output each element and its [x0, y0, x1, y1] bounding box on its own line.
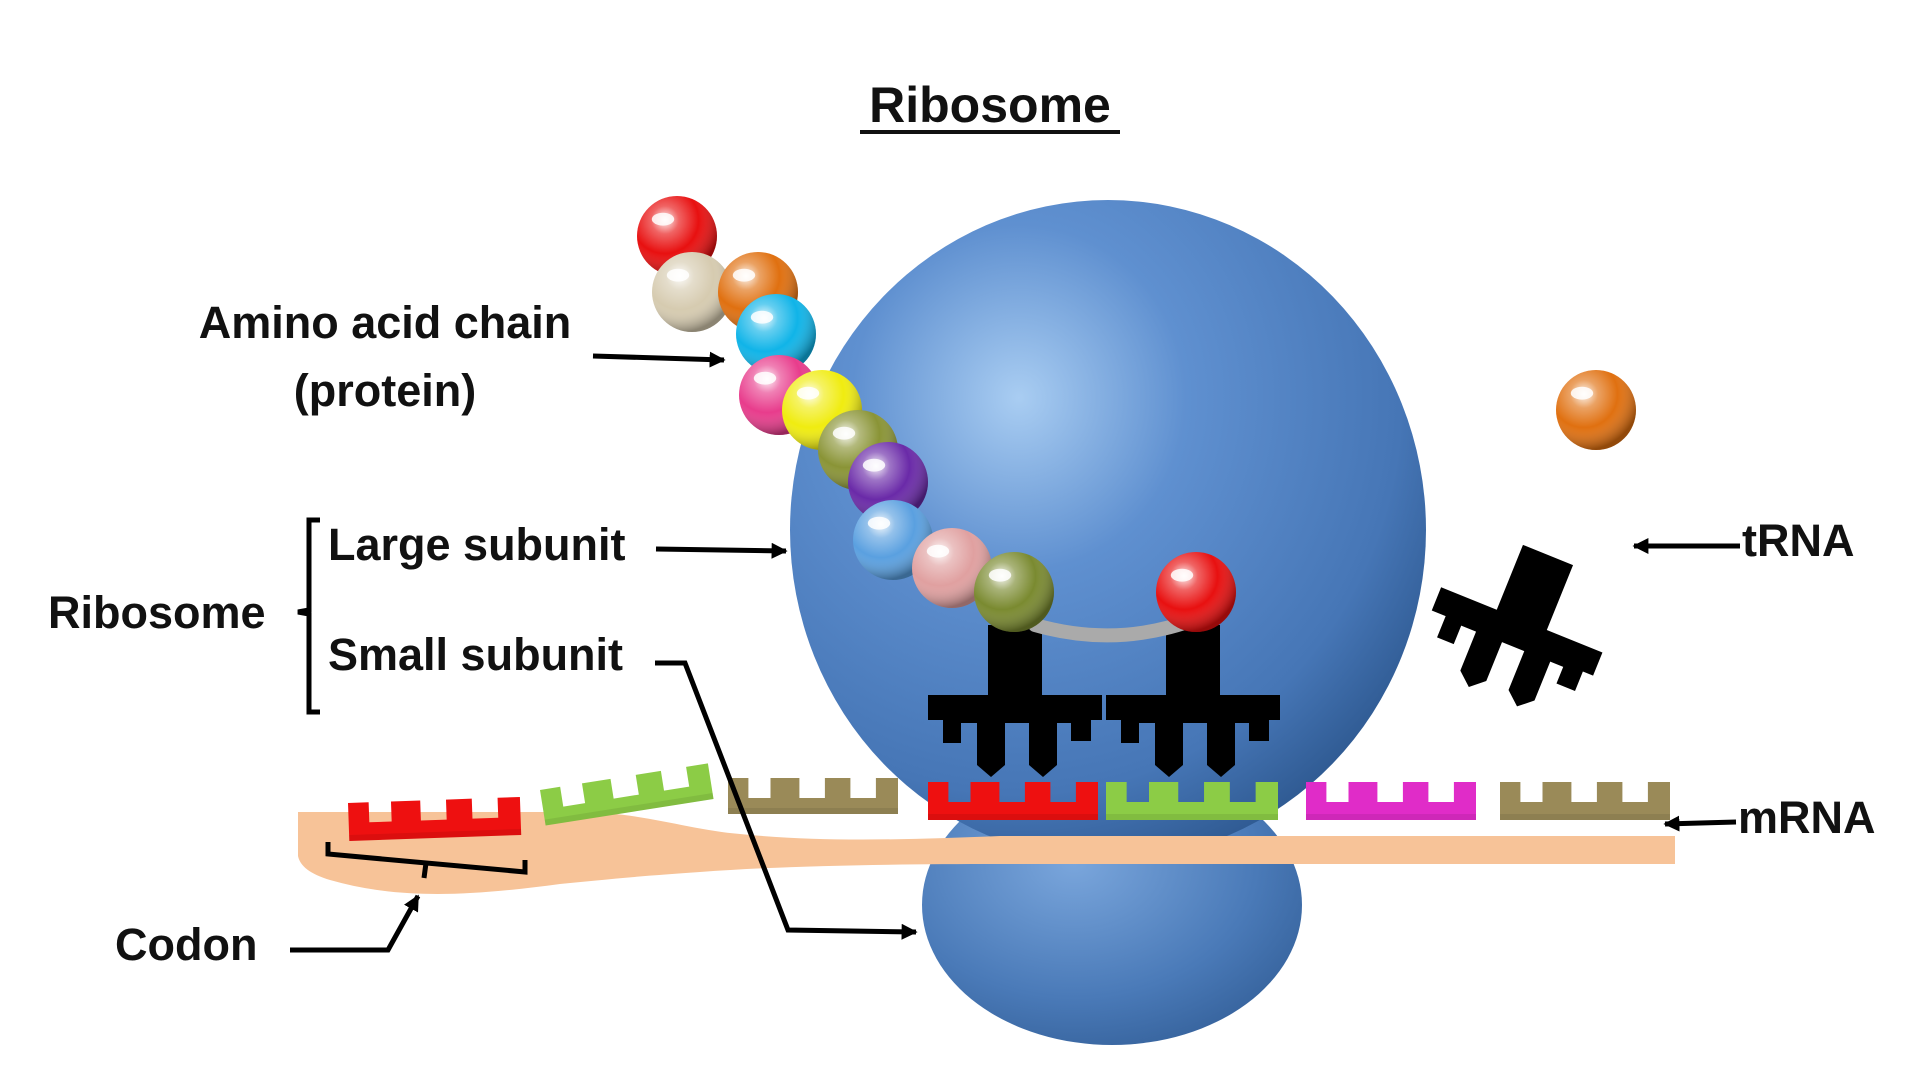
label-codon: Codon: [115, 919, 257, 970]
red-bead-shine: [1156, 552, 1236, 632]
codon-red-block: [928, 782, 1098, 820]
orange-bead-shine: [1556, 370, 1636, 450]
codon-red-shade: [349, 828, 522, 841]
cream-bead-highlight: [666, 268, 690, 282]
codon-khaki: [1500, 782, 1670, 820]
trna-free: [1431, 544, 1603, 707]
codon-khaki: [728, 778, 898, 814]
olive-bead-highlight: [988, 568, 1012, 582]
free-trna-amino-acid: [1556, 370, 1636, 450]
orange-bead-highlight: [1570, 386, 1594, 400]
codon-lightgreen: [1106, 782, 1278, 820]
cyan-bead: [736, 294, 816, 374]
label-ribosome-group: Ribosome: [48, 587, 266, 638]
trna-body: [1431, 544, 1603, 707]
olive-bead: [974, 552, 1054, 632]
trna-body: [1106, 625, 1280, 777]
codon-magenta-shade: [1306, 814, 1476, 820]
red-bead-highlight: [1170, 568, 1194, 582]
olive-bead-shine: [974, 552, 1054, 632]
codon-khaki-block: [1500, 782, 1670, 820]
amino-acid-chain: [637, 196, 1054, 632]
codon-red: [348, 796, 522, 841]
codon-lightgreen-shade: [1106, 814, 1278, 820]
codon-red-block: [348, 796, 522, 841]
cyan-bead-highlight: [750, 310, 774, 324]
trna-p-site: [928, 625, 1102, 777]
trna-body: [928, 625, 1102, 777]
rose-bead-highlight: [926, 544, 950, 558]
rose-bead: [912, 528, 992, 608]
orange-bead-highlight: [732, 268, 756, 282]
bracket-codon: [325, 842, 528, 879]
label-large-subunit: Large subunit: [328, 519, 626, 570]
codon-lightgreen: [540, 763, 714, 826]
codon-lightgreen-shade: [544, 793, 714, 826]
arrow-large-subunit: [655, 542, 788, 559]
red-bead: [1156, 552, 1236, 632]
purple-bead-highlight: [862, 458, 886, 472]
codon-red: [928, 782, 1098, 820]
purple-bead: [848, 442, 928, 522]
red-bead-highlight: [651, 212, 675, 226]
codon-magenta-block: [1306, 782, 1476, 820]
codon-lightgreen-block: [540, 763, 714, 826]
codon-magenta: [1306, 782, 1476, 820]
label-mrna: mRNA: [1738, 792, 1876, 843]
label-small-subunit: Small subunit: [328, 629, 623, 680]
codon-lightgreen-block: [1106, 782, 1278, 820]
incoming-amino-acid: [1156, 552, 1236, 632]
pink-bead-highlight: [753, 371, 777, 385]
label-amino-chain-line1: Amino acid chain: [199, 297, 572, 348]
olive-bead-highlight: [832, 426, 856, 440]
codon-khaki-block: [728, 778, 898, 814]
arrow-mrna: [1663, 815, 1737, 832]
label-amino-chain-line2: (protein): [294, 365, 476, 416]
yellow-bead-highlight: [796, 386, 820, 400]
codon-row: [348, 763, 1670, 841]
label-trna: tRNA: [1742, 515, 1854, 566]
mrna-strand: [298, 812, 1675, 894]
diagram-title: Ribosome: [869, 77, 1111, 133]
arrow-amino-chain: [592, 351, 726, 368]
codon-khaki-shade: [1500, 814, 1670, 820]
arrow-small-subunit: [655, 660, 918, 940]
codon-khaki-shade: [728, 808, 898, 814]
trna-a-site: [1106, 625, 1280, 777]
arrow-codon: [290, 894, 421, 953]
cream-bead: [652, 252, 732, 332]
orange-bead: [1556, 370, 1636, 450]
bracket-ribosome: [297, 517, 320, 715]
codon-red-shade: [928, 814, 1098, 820]
lightblue-bead-highlight: [867, 516, 891, 530]
